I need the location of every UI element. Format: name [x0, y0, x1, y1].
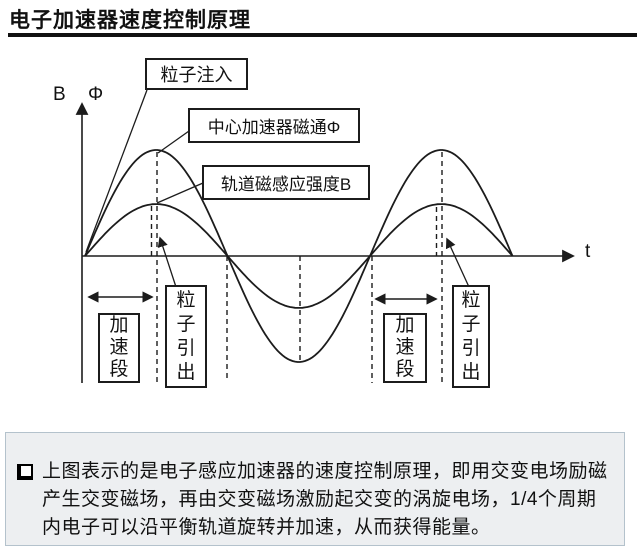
injection-pointer-line: [85, 89, 148, 253]
callout-central-flux-label: 中心加速器磁通Φ: [207, 118, 341, 137]
callout-particle-extraction-2-label: 粒子引出: [461, 289, 481, 383]
flux-curve: [84, 149, 514, 363]
axis-label-b: B: [53, 84, 66, 105]
callout-particle-injection: 粒子注入: [145, 58, 248, 90]
callout-orbital-field-label: 轨道磁感应强度B: [220, 175, 352, 194]
callout-orbital-field: 轨道磁感应强度B: [202, 165, 370, 200]
callout-acceleration-segment-1: 加速段: [98, 313, 140, 383]
extraction-pointer-arrow-2: [445, 237, 470, 288]
callout-particle-extraction-2: 粒子引出: [452, 285, 490, 388]
page-title: 电子加速器速度控制原理: [9, 9, 251, 32]
field-curve: [84, 203, 514, 309]
callout-central-flux: 中心加速器磁通Φ: [188, 108, 360, 143]
title-underline: [8, 33, 637, 37]
callout-particle-extraction-1: 粒子引出: [165, 285, 207, 388]
flux-pointer-line: [157, 130, 190, 154]
callout-particle-injection-label: 粒子注入: [160, 65, 233, 85]
axis-label-phi: Φ: [88, 84, 104, 105]
axis-label-t: t: [585, 241, 591, 262]
callout-acceleration-segment-2-label: 加速段: [395, 315, 415, 380]
extraction-pointer-arrow-1: [157, 236, 177, 288]
notes-text: 上图表示的是电子感应加速器的速度控制原理，即用交变电场励磁产生交变磁场，再由交变…: [42, 461, 608, 538]
square-bullet-icon: [17, 464, 33, 480]
callout-acceleration-segment-1-label: 加速段: [109, 315, 129, 380]
notes-panel: 上图表示的是电子感应加速器的速度控制原理，即用交变电场励磁产生交变磁场，再由交变…: [5, 432, 625, 546]
callout-acceleration-segment-2: 加速段: [383, 313, 427, 383]
field-pointer-line: [156, 182, 204, 204]
callout-particle-extraction-1-label: 粒子引出: [176, 289, 196, 383]
